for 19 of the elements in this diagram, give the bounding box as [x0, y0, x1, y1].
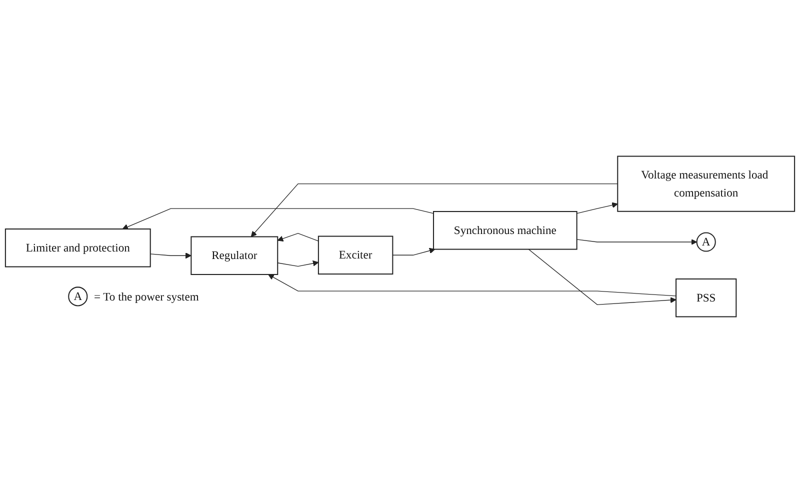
node-box: Exciter: [318, 236, 394, 275]
arrow: [392, 248, 436, 256]
node-box: PSS: [676, 278, 737, 318]
node-box: Regulator: [190, 236, 278, 275]
arrow: [277, 260, 319, 267]
node-box: Limiter and protection: [4, 228, 151, 268]
node-caption: = To the power system: [94, 290, 199, 304]
node-box: Synchronous machine: [433, 211, 578, 250]
arrow: [576, 202, 618, 214]
node-circle: A: [68, 286, 88, 306]
node-circle: A: [696, 232, 716, 252]
arrow: [528, 248, 676, 305]
arrow: [576, 239, 698, 245]
arrow: [250, 183, 618, 237]
node-box: Voltage measurements load compensation: [617, 156, 796, 212]
arrow: [122, 208, 434, 230]
arrow: [150, 252, 192, 259]
arrow: [277, 232, 319, 242]
arrow: [268, 274, 676, 296]
